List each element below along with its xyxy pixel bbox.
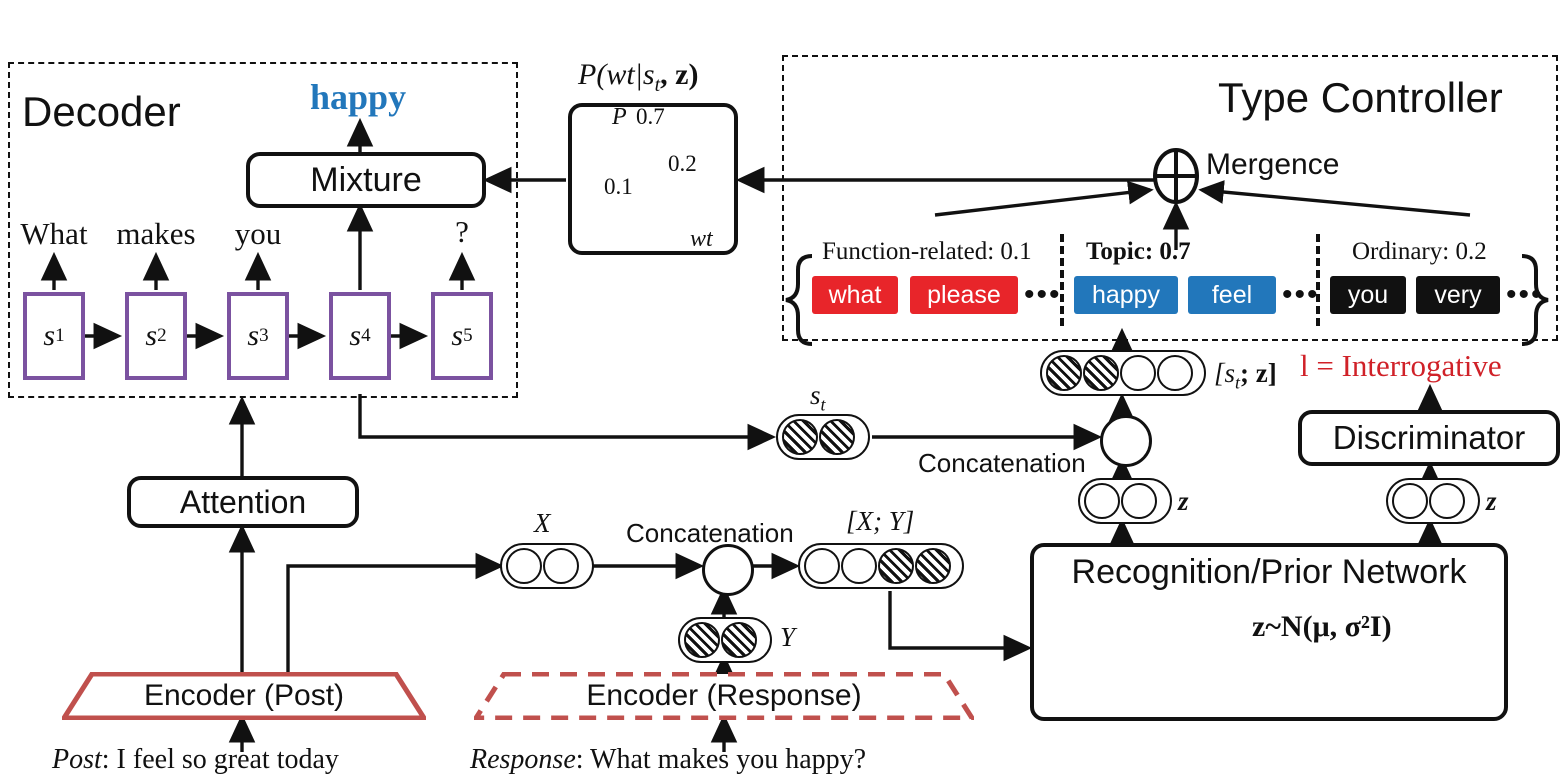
word-chip-please[interactable]: please — [910, 276, 1018, 314]
decoder-output-word: happy — [310, 77, 407, 117]
decoder-region-title: Decoder — [22, 88, 181, 135]
discriminator-label: Discriminator — [1332, 419, 1526, 456]
decoder-region — [8, 62, 518, 398]
vector-z-right-node-1 — [1392, 483, 1428, 519]
decoder-emit-1: What — [20, 216, 88, 251]
vector-z-right-label: z — [1486, 486, 1497, 516]
mixture-label: Mixture — [310, 160, 422, 199]
vector-xy-node-3 — [878, 548, 914, 584]
vector-z-left-label: z — [1178, 486, 1189, 516]
vector-x-label: X — [534, 508, 551, 538]
word-group-title-ordinary: Ordinary: 0.2 — [1352, 238, 1487, 265]
encoder-response[interactable]: Encoder (Response) — [474, 672, 974, 720]
vector-z-right — [1386, 478, 1480, 524]
vector-z-left-node-1 — [1084, 483, 1120, 519]
probability-formula: P(wt|st, z) — [578, 58, 699, 96]
vector-st-z-label: [st; z] — [1214, 358, 1277, 393]
vector-st-label: st — [810, 380, 826, 415]
encoder-response-label: Encoder (Response) — [586, 679, 862, 712]
concat-node-mid — [702, 544, 754, 596]
concatenation-label-mid: Concatenation — [626, 518, 794, 548]
word-group-separator-2 — [1316, 234, 1320, 326]
decoder-emit-2: makes — [116, 216, 196, 251]
prob-bar-label-1: 0.1 — [604, 174, 633, 199]
prob-bar-label-2: 0.7 — [636, 104, 665, 129]
prob-y-axis-label: P — [612, 104, 627, 130]
word-group-title-function: Function-related: 0.1 — [822, 238, 1032, 265]
type-controller-region-title: Type Controller — [1218, 74, 1503, 121]
prob-x-axis-label: wt — [690, 226, 713, 252]
vector-y-node-2 — [721, 622, 757, 658]
attention-label: Attention — [179, 483, 307, 520]
vector-y-node-1 — [684, 622, 720, 658]
vector-z-left-node-2 — [1121, 483, 1157, 519]
recognition-prior-network-label: Recognition/Prior Network — [1071, 553, 1467, 591]
word-chip-very[interactable]: very — [1416, 276, 1500, 314]
discriminator-box[interactable]: Discriminator — [1298, 410, 1560, 466]
decoder-emit-5: ? — [455, 214, 469, 249]
discriminator-output-label: l = Interrogative — [1300, 348, 1502, 383]
vector-y — [678, 617, 772, 663]
vector-xy — [798, 543, 964, 589]
vector-st-z-node-1 — [1046, 355, 1082, 391]
vector-st — [776, 414, 870, 460]
vector-z-left — [1078, 478, 1172, 524]
word-chip-happy[interactable]: happy — [1074, 276, 1178, 314]
probability-box — [568, 103, 738, 255]
word-chip-you[interactable]: you — [1330, 276, 1406, 314]
mergence-label: Mergence — [1206, 148, 1340, 181]
decoder-emit-3: you — [234, 216, 282, 251]
vector-st-z-node-3 — [1120, 355, 1156, 391]
recognition-prior-network-box[interactable]: Recognition/Prior Network — [1030, 543, 1508, 721]
response-caption: Response: What makes you happy? — [470, 744, 867, 775]
vector-xy-node-4 — [915, 548, 951, 584]
attention-box[interactable]: Attention — [127, 476, 359, 528]
vector-st-z-node-4 — [1157, 355, 1193, 391]
concatenation-label-top: Concatenation — [918, 448, 1086, 478]
vector-x-node-2 — [543, 548, 579, 584]
vector-x-node-1 — [506, 548, 542, 584]
vector-xy-node-2 — [841, 548, 877, 584]
vector-z-right-node-2 — [1429, 483, 1465, 519]
vector-st-node-2 — [819, 419, 855, 455]
post-caption: Post: I feel so great today — [52, 744, 339, 775]
gaussian-formula-label: z~N(μ, σ²I) — [1252, 610, 1392, 643]
vector-y-label: Y — [780, 622, 796, 652]
vector-xy-label: [X; Y] — [846, 506, 915, 536]
vector-x — [500, 543, 594, 589]
word-chip-what[interactable]: what — [812, 276, 898, 314]
mixture-box[interactable]: Mixture — [246, 152, 486, 208]
word-group-title-topic: Topic: 0.7 — [1086, 238, 1191, 265]
concat-node-top — [1100, 415, 1152, 467]
type-controller-region — [782, 55, 1558, 341]
vector-xy-node-1 — [804, 548, 840, 584]
encoder-post-label: Encoder (Post) — [143, 679, 345, 712]
vector-st-node-1 — [782, 419, 818, 455]
word-chip-feel[interactable]: feel — [1188, 276, 1276, 314]
vector-st-z — [1040, 350, 1206, 396]
word-group-ellipsis-topic: ••• — [1282, 278, 1320, 311]
encoder-post[interactable]: Encoder (Post) — [62, 672, 426, 720]
word-group-ellipsis-function: ••• — [1024, 278, 1062, 311]
prob-bar-label-3: 0.2 — [668, 151, 697, 176]
word-group-ellipsis-ordinary: ••• — [1506, 278, 1544, 311]
word-group-separator-1 — [1060, 234, 1064, 326]
vector-st-z-node-2 — [1083, 355, 1119, 391]
